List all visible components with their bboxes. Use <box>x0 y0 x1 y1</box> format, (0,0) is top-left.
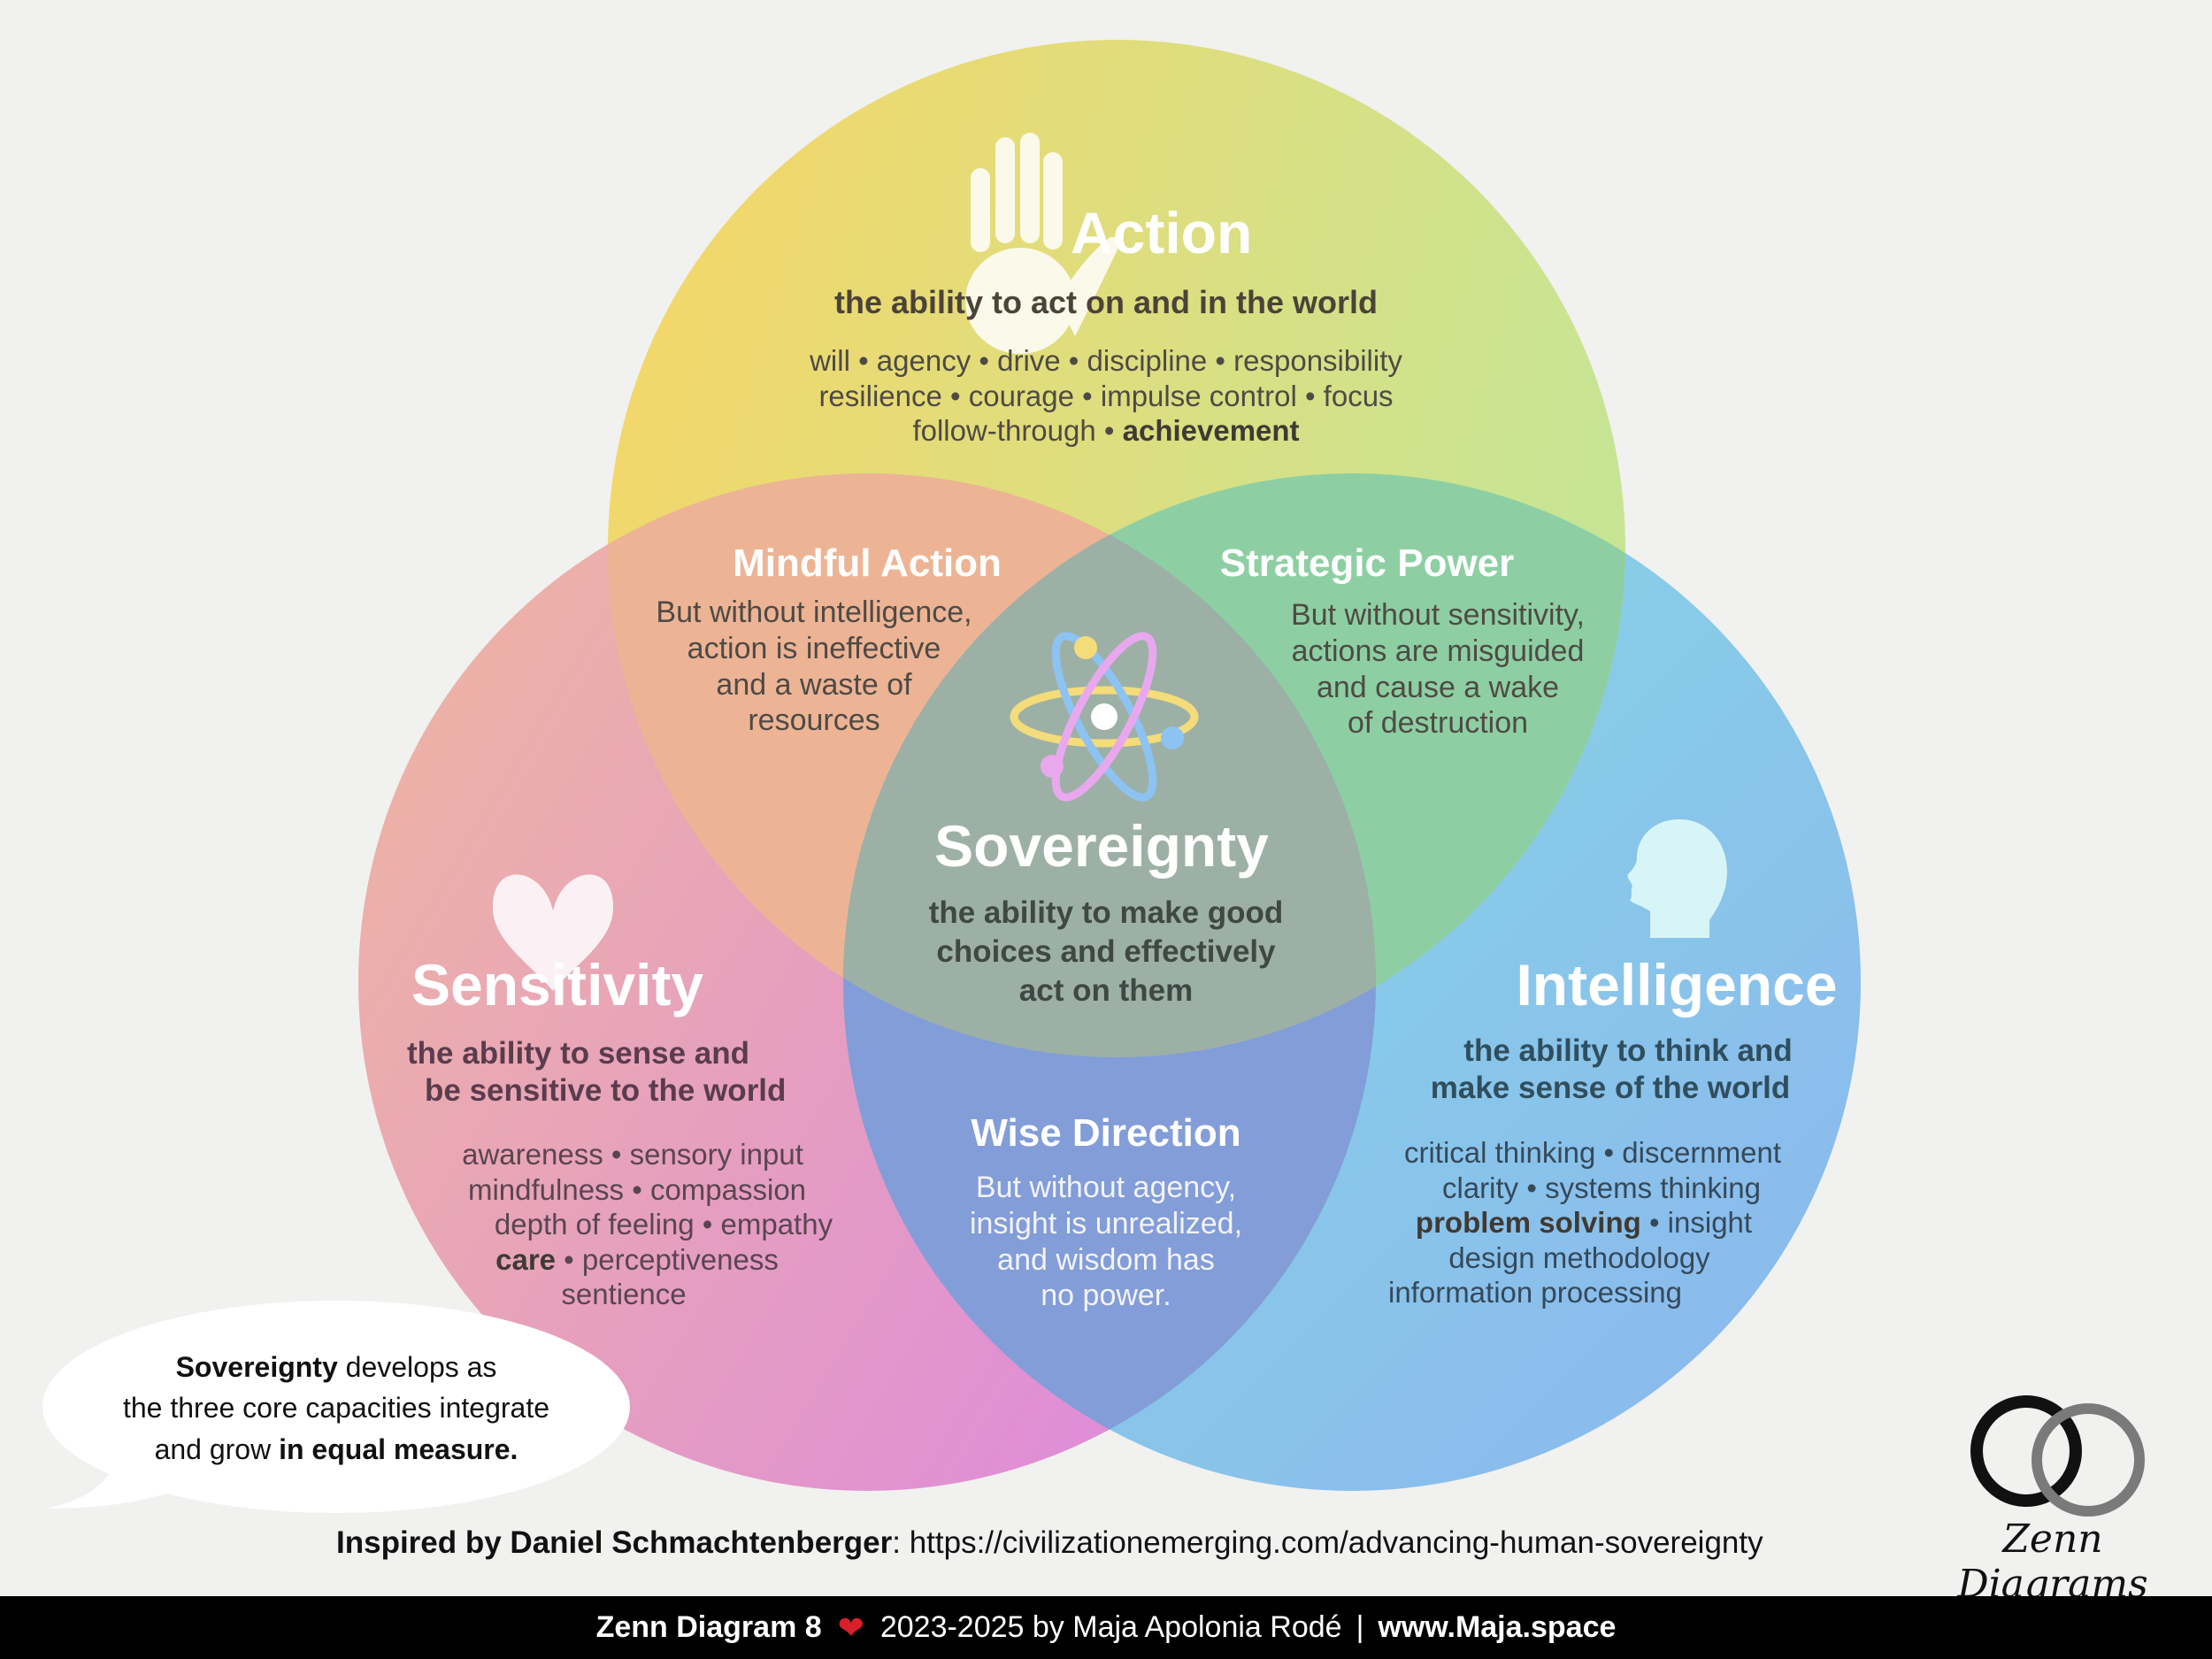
action-line-2: resilience • courage • impulse control •… <box>818 379 1394 412</box>
action-line-3: follow-through • achievement <box>912 414 1300 448</box>
inspiration-credit: Inspired by Daniel Schmachtenberger: htt… <box>336 1525 1763 1560</box>
credit-url[interactable]: : https://civilizationemerging.com/advan… <box>892 1525 1763 1560</box>
action-subtitle: the ability to act on and in the world <box>833 284 1379 320</box>
intelligence-title: Intelligence <box>1516 952 1838 1018</box>
strategic-power-title: Strategic Power <box>1219 541 1515 585</box>
enso-logo-icon <box>1970 1395 2145 1517</box>
heart-icon <box>492 874 614 991</box>
mindful-action-text: But without intelligence, action is inef… <box>656 595 972 738</box>
sensitivity-subtitle: the ability to sense and be sensitive to… <box>407 1036 787 1108</box>
action-line-1: will • agency • drive • discipline • res… <box>810 344 1402 377</box>
sovereignty-title: Sovereignty <box>934 813 1269 879</box>
footer-author: 2023-2025 by Maja Apolonia Rodé <box>879 1610 1342 1644</box>
action-title: Action <box>1071 200 1253 265</box>
hand-icon <box>965 133 1118 354</box>
action-qualities: will • agency • drive • discipline • res… <box>690 343 1522 449</box>
footer-separator: | <box>1356 1610 1364 1644</box>
mindful-action-title: Mindful Action <box>733 541 1002 585</box>
atom-icon <box>1010 632 1199 802</box>
intelligence-subtitle: the ability to think and make sense of t… <box>1430 1033 1793 1105</box>
bubble-text: Sovereignty develops as the three core c… <box>122 1351 550 1465</box>
speech-bubble <box>42 1301 630 1513</box>
footer-bar: Zenn Diagram 8 ❤ 2023-2025 by Maja Apolo… <box>0 1596 2212 1659</box>
footer-site-link[interactable]: www.Maja.space <box>1378 1610 1617 1644</box>
logo-text: Zenn Diagrams <box>1957 1517 2148 1607</box>
sovereignty-subtitle: the ability to make good choices and eff… <box>928 895 1284 1008</box>
heart-small-icon: ❤ <box>837 1609 864 1646</box>
sensitivity-title: Sensitivity <box>411 952 704 1018</box>
wise-direction-text: But without agency, insight is unrealize… <box>969 1171 1243 1313</box>
sensitivity-qualities: awareness • sensory input mindfulness • … <box>462 1138 833 1311</box>
strategic-power-text: But without sensitivity, actions are mis… <box>1291 598 1585 741</box>
footer-diagram: Zenn Diagram 8 <box>595 1610 822 1644</box>
intelligence-qualities: critical thinking • discernment clarity … <box>1388 1136 1782 1310</box>
wise-direction-title: Wise Direction <box>971 1111 1241 1155</box>
head-icon <box>1627 819 1727 938</box>
